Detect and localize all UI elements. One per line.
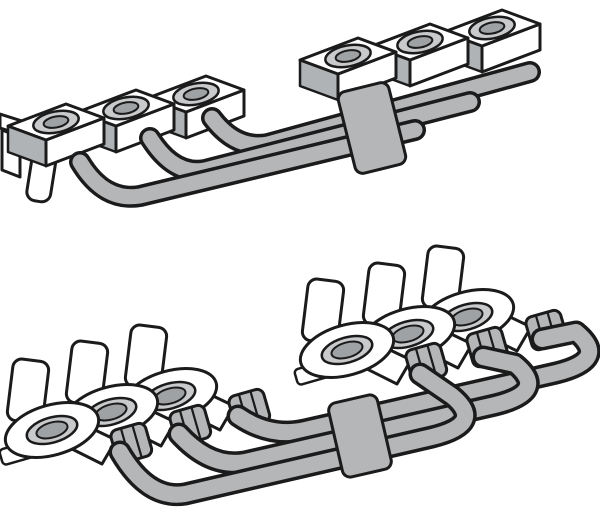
cable — [69, 119, 426, 208]
cable-bundle — [108, 320, 600, 507]
cable — [226, 320, 600, 444]
cable-strap — [327, 393, 393, 479]
cable — [108, 362, 477, 507]
left-lug-row — [0, 322, 273, 469]
top-cable-set — [0, 8, 542, 208]
cable-strap — [336, 81, 408, 175]
cable-bundle — [69, 61, 541, 208]
cable — [167, 345, 540, 475]
bottom-cable-set — [0, 243, 600, 507]
